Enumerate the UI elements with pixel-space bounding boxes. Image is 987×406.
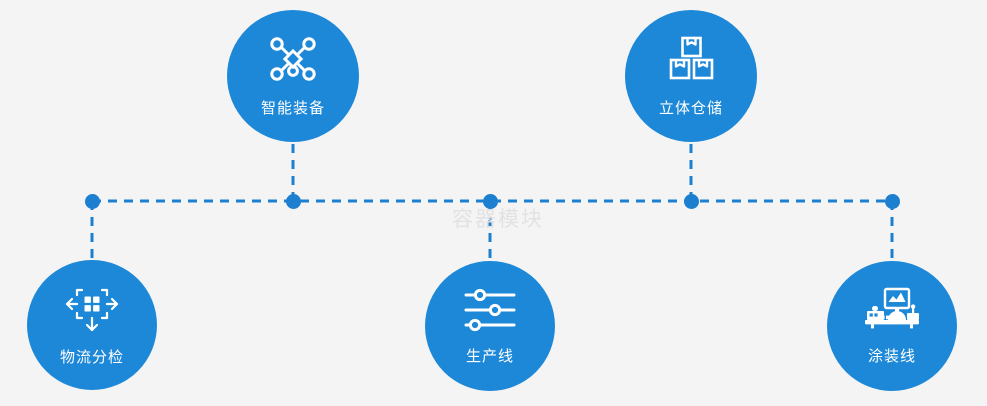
smart-equipment-network-icon: [267, 35, 319, 83]
production-line-sliders-icon: [462, 287, 518, 333]
bus-node-dot-production[interactable]: [482, 193, 498, 209]
bus-node-dot-painting[interactable]: [884, 193, 900, 209]
painting-line-machine-icon: [861, 287, 923, 333]
node-label: 物流分检: [59, 347, 124, 366]
node-stereoscopic-warehouse[interactable]: 立体仓储: [625, 10, 757, 142]
node-production-line[interactable]: 生产线: [425, 261, 555, 391]
node-label: 涂装线: [867, 346, 916, 365]
bus-node-dot-sorting[interactable]: [84, 193, 100, 209]
bus-node-dot-smart[interactable]: [285, 193, 301, 209]
node-smart-equipment[interactable]: 智能装备: [227, 10, 359, 142]
node-logistics-sorting[interactable]: 物流分检: [27, 260, 157, 390]
node-label: 立体仓储: [658, 98, 723, 117]
stacked-boxes-warehouse-icon: [665, 35, 717, 83]
node-label: 生产线: [465, 346, 514, 365]
logistics-sorting-icon: [64, 284, 120, 334]
bus-node-dot-warehouse[interactable]: [683, 193, 699, 209]
node-painting-line[interactable]: 涂装线: [827, 261, 957, 391]
node-label: 智能装备: [260, 98, 325, 117]
watermark-text: 容器模块: [452, 207, 544, 231]
